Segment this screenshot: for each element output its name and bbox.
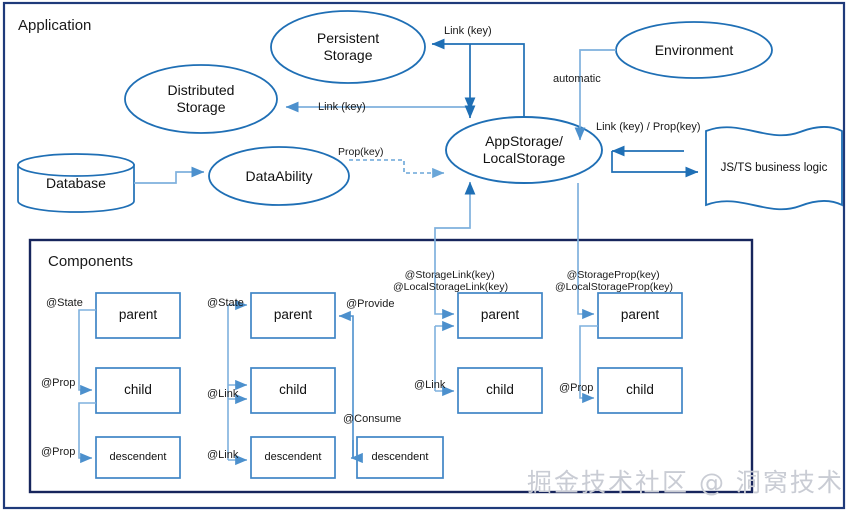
application-frame-label: Application [18,17,92,34]
g2-edge-provide-consume [338,310,354,457]
g1-edge-state-to-prop-child [78,309,96,396]
g1-descendent-box [95,436,181,479]
database-shape [17,153,135,213]
g3-annotation-link: @Link [414,379,446,391]
edge-database-to-dataability [134,166,205,184]
edge-storagelink-to-appstorage [434,181,476,310]
edge-appstorage-to-jsts [611,151,699,178]
edge-label-automatic: automatic [553,73,601,85]
g2-consume-descendent-box [356,436,444,479]
persistent-storage-shape [270,10,426,84]
g2-annotation-link-child: @Link [207,388,239,400]
g2-parent-box [250,292,336,339]
edge-label-link-key-distributed: Link (key) [318,101,366,113]
edge-label-storage-link-group: @StorageLink(key) @LocalStorageLink(key) [393,257,508,305]
g4-child-box [597,367,683,414]
storage-link-group-text: @StorageLink(key) @LocalStorageLink(key) [393,269,509,294]
edge-label-prop-key: Prop(key) [338,146,384,158]
g1-annotation-prop-descendent: @Prop [41,446,76,458]
g3-parent-box [457,292,543,339]
storage-prop-group-text: @StorageProp(key) @LocalStorageProp(key) [555,269,674,294]
edge-dataability-to-appstorage [349,159,445,179]
g2-annotation-link-descendent: @Link [207,449,239,461]
g1-annotation-prop-child: @Prop [41,377,76,389]
g2-annotation-state: @State [207,297,244,309]
g1-edge-child-to-descendent [78,402,96,464]
g3-edge-storagelink-to-parent [434,308,455,320]
js-ts-business-logic-shape [705,126,843,211]
g4-edge-storageprop-to-parent [577,308,595,320]
distributed-storage-shape [124,64,278,134]
environment-shape [615,21,773,79]
components-frame [28,238,754,494]
appstorage-shape [445,116,603,184]
g2-descendent-box [250,436,336,479]
g1-child-box [95,367,181,414]
edge-appstorage-to-persistent [431,38,525,117]
dataability-shape [208,146,350,206]
g2-child-box [250,367,336,414]
g3-child-box [457,367,543,414]
components-frame-label: Components [48,253,134,270]
edge-label-link-prop-key: Link (key) / Prop(key) [596,121,701,133]
edge-environment-to-appstorage [574,49,616,141]
edge-label-storage-prop-group: @StorageProp(key) @LocalStorageProp(key) [555,257,673,305]
g4-edge-parent-to-child [579,325,598,404]
g1-annotation-state: @State [46,297,83,309]
watermark-text: 掘金技术社区 @ 洞窝技术 [527,468,844,497]
g1-parent-box [95,292,181,339]
g2-edge-consume-branch [350,440,363,464]
g4-annotation-prop: @Prop [559,382,594,394]
edge-label-link-key-persistent: Link (key) [444,25,492,37]
g4-parent-box [597,292,683,339]
g2-annotation-provide: @Provide [346,298,395,310]
g2-annotation-consume: @Consume [343,413,402,425]
